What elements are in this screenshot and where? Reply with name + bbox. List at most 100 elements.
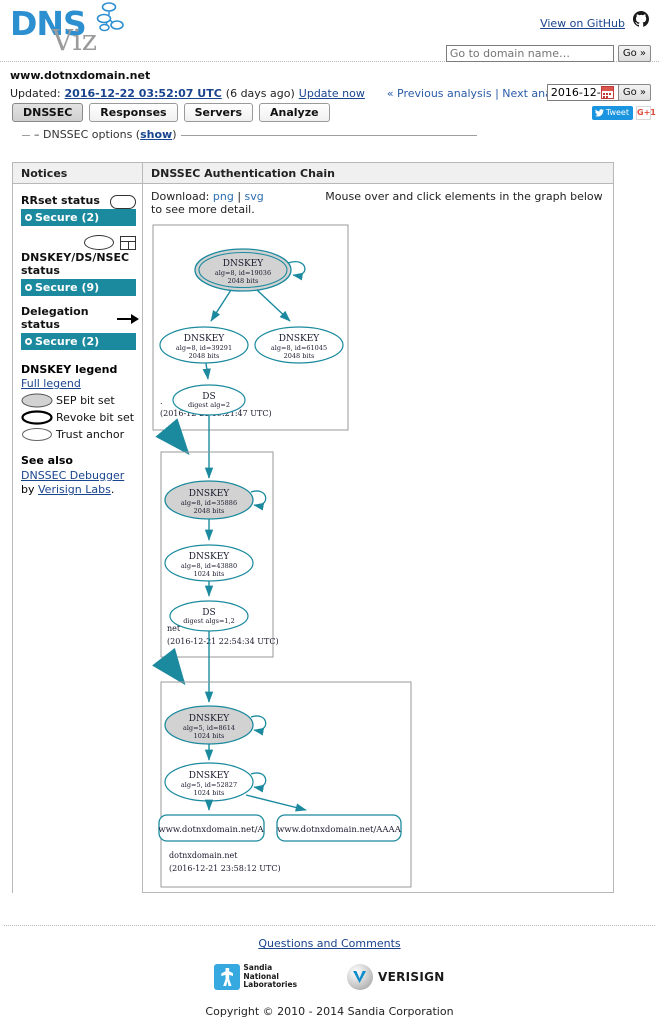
tab-dnssec[interactable]: DNSSEC [12,103,84,122]
self-signature-loop [287,260,306,281]
main-tabs: DNSSEC Responses Servers Analyze [12,103,330,122]
questions-and-comments-link[interactable]: Questions and Comments [258,937,401,950]
google-plus-button[interactable]: G+1 [636,106,656,120]
download-png-link[interactable]: png [212,190,234,203]
node-label-bits: 2048 bits [194,507,225,515]
download-svg-link[interactable]: svg [244,190,264,203]
verisign-logo[interactable]: VERISIGN [347,964,445,990]
legend-item-revoke: Revoke bit set [21,410,136,425]
status-dot-icon [25,338,32,345]
page-title: www.dotnxdomain.net [10,69,151,82]
node-dnskey-39291[interactable]: DNSKEY alg=8, id=39291 2048 bits [159,326,249,364]
node-rrset-aaaa[interactable]: www.dotnxdomain.net/AAAA [276,814,402,842]
edge-delegation-root-to-net [155,418,190,456]
node-label-alg: alg=8, id=61045 [271,344,327,352]
verisign-labs-link[interactable]: Verisign Labs [38,483,111,496]
edge-ksk-to-zsk-61045 [256,289,291,322]
copyright-text: Copyright © 2010 - 2014 Sandia Corporati… [205,1005,454,1018]
options-show-link[interactable]: show [140,128,173,141]
node-label-bits: 2048 bits [228,277,259,285]
notices-sidebar: RRset status Secure (2) DNSKEY/DS/NSEC s… [13,184,143,893]
logo-graph-icon [96,2,124,32]
node-dnskey-19036[interactable]: DNSKEY alg=8, id=19036 2048 bits [194,248,306,292]
node-label-bits: 1024 bits [194,570,225,578]
sandia-line1: Sandia [243,963,273,973]
node-rrset-a[interactable]: www.dotnxdomain.net/A [158,814,265,842]
node-label-digest: digest algs=1,2 [183,617,235,625]
node-dnskey-43880[interactable]: DNSKEY alg=8, id=43880 1024 bits [164,544,254,582]
legend-label-sep: SEP bit set [56,394,115,407]
arrow-icon [116,314,140,324]
panel-body: RRset status Secure (2) DNSKEY/DS/NSEC s… [13,184,613,893]
previous-analysis-link[interactable]: « Previous analysis [386,86,492,100]
dnssec-graph-svg[interactable]: . (2016-12-21 19:21:47 UTC) DNSKEY alg=8… [151,220,606,890]
github-icon[interactable] [631,10,651,30]
sandia-logo[interactable]: Sandia National Laboratories [214,964,297,990]
twitter-tweet-button[interactable]: Tweet [591,106,633,120]
node-dnskey-35886[interactable]: DNSKEY alg=8, id=35886 2048 bits [164,480,267,520]
legend-item-trust-anchor: Trust anchor [21,427,136,442]
nsec-box-icon [120,235,136,250]
trust-anchor-ellipse-icon [22,428,52,441]
dnskey-status-badge[interactable]: Secure (9) [21,279,136,296]
dnskey-ellipse-icon [84,235,114,250]
dnssec-graph-canvas[interactable]: . (2016-12-21 19:21:47 UTC) DNSKEY alg=8… [151,220,606,890]
options-rule [22,135,477,136]
update-now-link[interactable]: Update now [298,86,365,100]
edge-ksk-to-zsk-39291 [210,289,232,322]
node-label-alg: alg=5, id=8614 [183,724,235,732]
node-dnskey-8614[interactable]: DNSKEY alg=5, id=8614 1024 bits [164,705,267,745]
node-label-alg: alg=5, id=52827 [181,781,237,789]
tab-analyze[interactable]: Analyze [259,103,330,122]
sandia-line3: Laboratories [243,980,298,990]
see-also-by: by [21,483,38,496]
delegation-status-block: Delegation status Secure (2) [21,305,140,350]
updated-ago: (6 days ago) [225,86,295,100]
self-signature-loop [250,772,267,793]
status-dot-icon [25,284,32,291]
full-legend-link[interactable]: Full legend [21,377,81,390]
rrset-status-title: RRset status [21,194,100,207]
logo-dns-text: DNS [10,4,87,43]
node-label-bits: 1024 bits [194,789,225,797]
download-separator: | [237,190,242,203]
tab-responses[interactable]: Responses [89,103,178,122]
dnskey-status-block: DNSKEY/DS/NSEC status Secure (9) [21,235,136,296]
view-on-github-link[interactable]: View on GitHub [540,17,625,30]
download-row: Download: png | svg Mouse over and click… [151,190,613,216]
analysis-info-row: Updated: 2016-12-22 03:52:07 UTC (6 days… [10,84,651,102]
node-dnskey-61045[interactable]: DNSKEY alg=8, id=61045 2048 bits [254,326,344,364]
node-dnskey-52827[interactable]: DNSKEY alg=5, id=52827 1024 bits [164,762,267,802]
twitter-icon [594,109,604,117]
node-ds-net[interactable]: DS digest algs=1,2 [169,600,249,632]
options-legend-suffix: ) [172,128,177,141]
node-label-alg: alg=8, id=39291 [176,344,232,352]
cluster-zone-label: dotnxdomain.net [169,851,238,860]
delegation-status-badge[interactable]: Secure (2) [21,333,136,350]
footer-logos: Sandia National Laboratories VERISIGN [0,964,659,990]
graph-hint-text: Mouse over and click elements in the gra… [151,190,603,216]
tab-servers[interactable]: Servers [183,103,253,122]
dnsviz-logo[interactable]: DNS Viz [10,2,130,57]
dnssec-debugger-link[interactable]: DNSSEC Debugger [21,469,125,482]
sandia-thunderbird-icon [214,964,241,990]
status-dot-icon [25,214,32,221]
date-go-button[interactable]: Go » [617,84,651,101]
cluster-net-timestamp: (2016-12-21 22:54:34 UTC) [167,637,279,646]
updated-timestamp[interactable]: 2016-12-22 03:52:07 UTC [64,86,222,100]
goto-domain-input[interactable] [445,45,614,62]
dnskey-legend-title: DNSKEY legend [21,363,118,376]
site-header: DNS Viz View on GitHub Go » [0,0,659,66]
rrset-rounded-box-icon [110,194,136,209]
questions-row: Questions and Comments [0,937,659,950]
rrset-status-badge[interactable]: Secure (2) [21,209,136,226]
node-label-alg: alg=8, id=43880 [181,562,237,570]
rrset-status-block: RRset status Secure (2) [21,194,136,226]
goto-go-button[interactable]: Go » [617,45,651,62]
node-ds-root[interactable]: DS digest alg=2 [172,384,246,416]
header-divider [0,61,659,62]
calendar-icon[interactable] [600,86,614,99]
see-also-title: See also [21,454,73,467]
social-buttons: Tweet G+1 [591,106,656,120]
dnskey-legend-block: DNSKEY legend Full legend SEP bit set Re… [21,363,136,442]
